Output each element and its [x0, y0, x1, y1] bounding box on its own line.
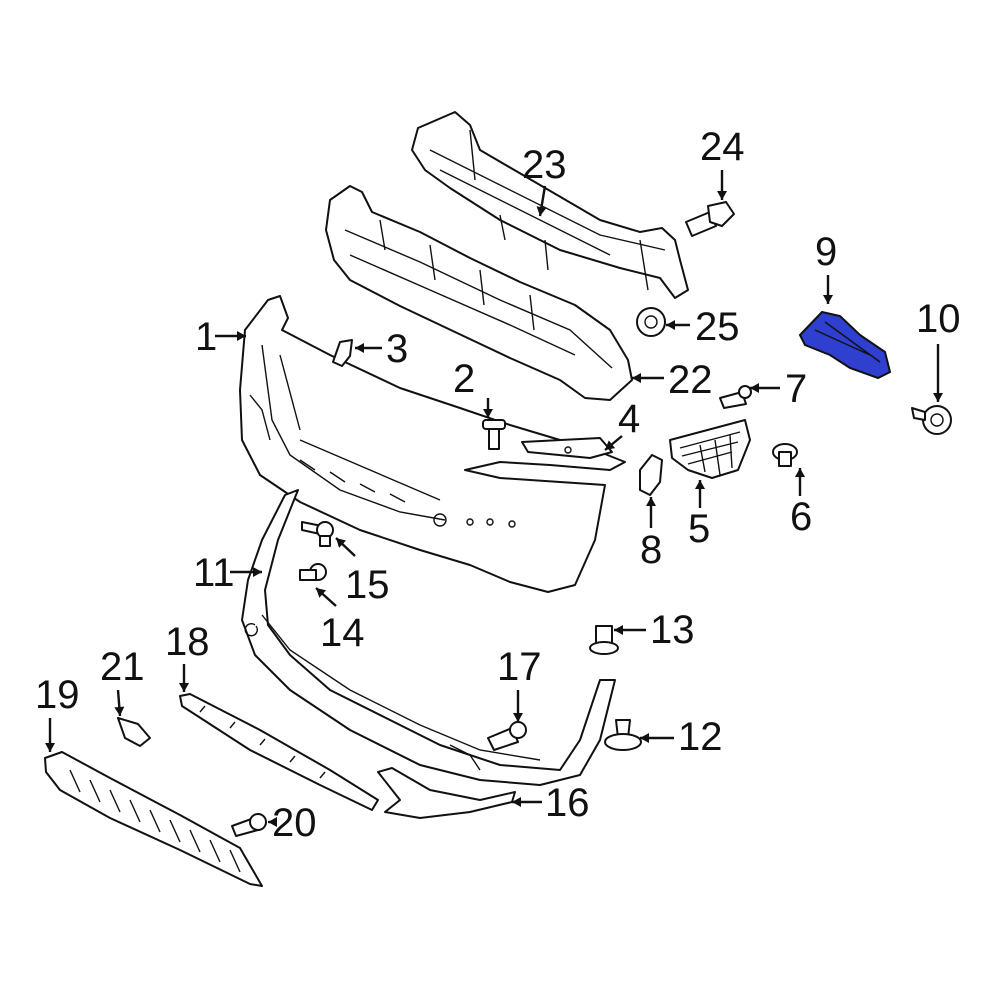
callout-24[interactable]: 24 [700, 125, 745, 169]
part-5-grille-insert[interactable] [669, 419, 751, 479]
part-10-nut[interactable] [911, 405, 952, 435]
callout-22[interactable]: 22 [668, 358, 713, 402]
arrowhead-7 [750, 383, 759, 393]
part-2-push-pin[interactable] [482, 419, 506, 450]
part-1-bumper-cover[interactable] [239, 295, 626, 593]
arrowhead-1 [237, 331, 246, 341]
callout-10[interactable]: 10 [916, 297, 961, 341]
part-17-screw[interactable] [487, 721, 527, 751]
arrowhead-8 [646, 497, 656, 506]
part-23-reinforcement-beam[interactable] [411, 111, 689, 299]
part-21-clip[interactable] [117, 717, 151, 747]
arrowhead-14 [316, 588, 327, 598]
callout-6[interactable]: 6 [790, 495, 812, 539]
arrowhead-24 [717, 191, 727, 200]
arrowhead-9 [823, 295, 833, 304]
callout-4[interactable]: 4 [618, 397, 640, 441]
callout-2[interactable]: 2 [453, 357, 475, 401]
callout-19[interactable]: 19 [35, 673, 80, 717]
part-15-clip[interactable] [301, 521, 334, 547]
part-9-side-bracket[interactable] [798, 310, 892, 380]
callout-15[interactable]: 15 [345, 563, 390, 607]
part-14-clip[interactable] [299, 563, 327, 581]
callout-14[interactable]: 14 [320, 611, 365, 655]
arrowhead-20 [268, 817, 277, 827]
part-7-screw[interactable] [719, 385, 752, 409]
arrowhead-10 [933, 393, 943, 402]
callout-1[interactable]: 1 [195, 315, 217, 359]
part-19-lower-grille[interactable] [44, 751, 263, 887]
part-8-reflector[interactable] [639, 454, 663, 496]
arrowhead-3 [355, 343, 364, 353]
part-6-bolt[interactable] [772, 443, 798, 467]
arrowhead-4 [605, 440, 616, 450]
part-22-energy-absorber[interactable] [325, 185, 633, 401]
arrowhead-5 [695, 480, 705, 489]
callout-13[interactable]: 13 [650, 608, 695, 652]
arrowhead-21 [114, 706, 125, 716]
part-13-grommet[interactable] [589, 625, 619, 655]
arrowhead-23 [536, 206, 547, 216]
part-20-screw[interactable] [231, 813, 267, 837]
arrowhead-16 [512, 797, 521, 807]
arrowhead-19 [45, 743, 55, 752]
callout-12[interactable]: 12 [678, 715, 723, 759]
callout-25[interactable]: 25 [695, 305, 740, 349]
callout-18[interactable]: 18 [165, 620, 210, 664]
callout-9[interactable]: 9 [815, 230, 837, 274]
arrowhead-13 [614, 625, 623, 635]
callout-8[interactable]: 8 [640, 528, 662, 572]
callout-21[interactable]: 21 [100, 645, 145, 689]
part-12-push-rivet[interactable] [604, 719, 642, 751]
arrowhead-2 [483, 409, 493, 418]
arrowhead-6 [795, 468, 805, 477]
arrowhead-17 [513, 713, 523, 722]
callout-labels: 1 2 3 4 5 6 7 8 9 10 11 12 13 14 15 16 1… [35, 125, 961, 845]
callout-7[interactable]: 7 [785, 367, 807, 411]
arrowhead-12 [640, 733, 649, 743]
part-24-bolt[interactable] [685, 201, 735, 237]
arrowhead-22 [632, 373, 641, 383]
leader-arrows [45, 170, 943, 827]
part-4-bracket[interactable] [521, 437, 613, 459]
arrowhead-18 [179, 683, 189, 692]
arrowhead-15 [336, 538, 346, 548]
callout-16[interactable]: 16 [545, 781, 590, 825]
callout-5[interactable]: 5 [688, 507, 710, 551]
callout-23[interactable]: 23 [522, 143, 567, 187]
callout-17[interactable]: 17 [497, 645, 542, 689]
callout-3[interactable]: 3 [386, 327, 408, 371]
arrowhead-25 [666, 320, 675, 330]
callout-20[interactable]: 20 [272, 801, 317, 845]
callout-11[interactable]: 11 [193, 551, 235, 595]
part-11-lower-valance[interactable] [241, 489, 616, 786]
arrowhead-11 [253, 567, 262, 577]
part-3-clip[interactable] [332, 339, 353, 367]
part-18-trim-strip[interactable] [179, 693, 379, 811]
part-25-flange-nut[interactable] [636, 307, 666, 337]
